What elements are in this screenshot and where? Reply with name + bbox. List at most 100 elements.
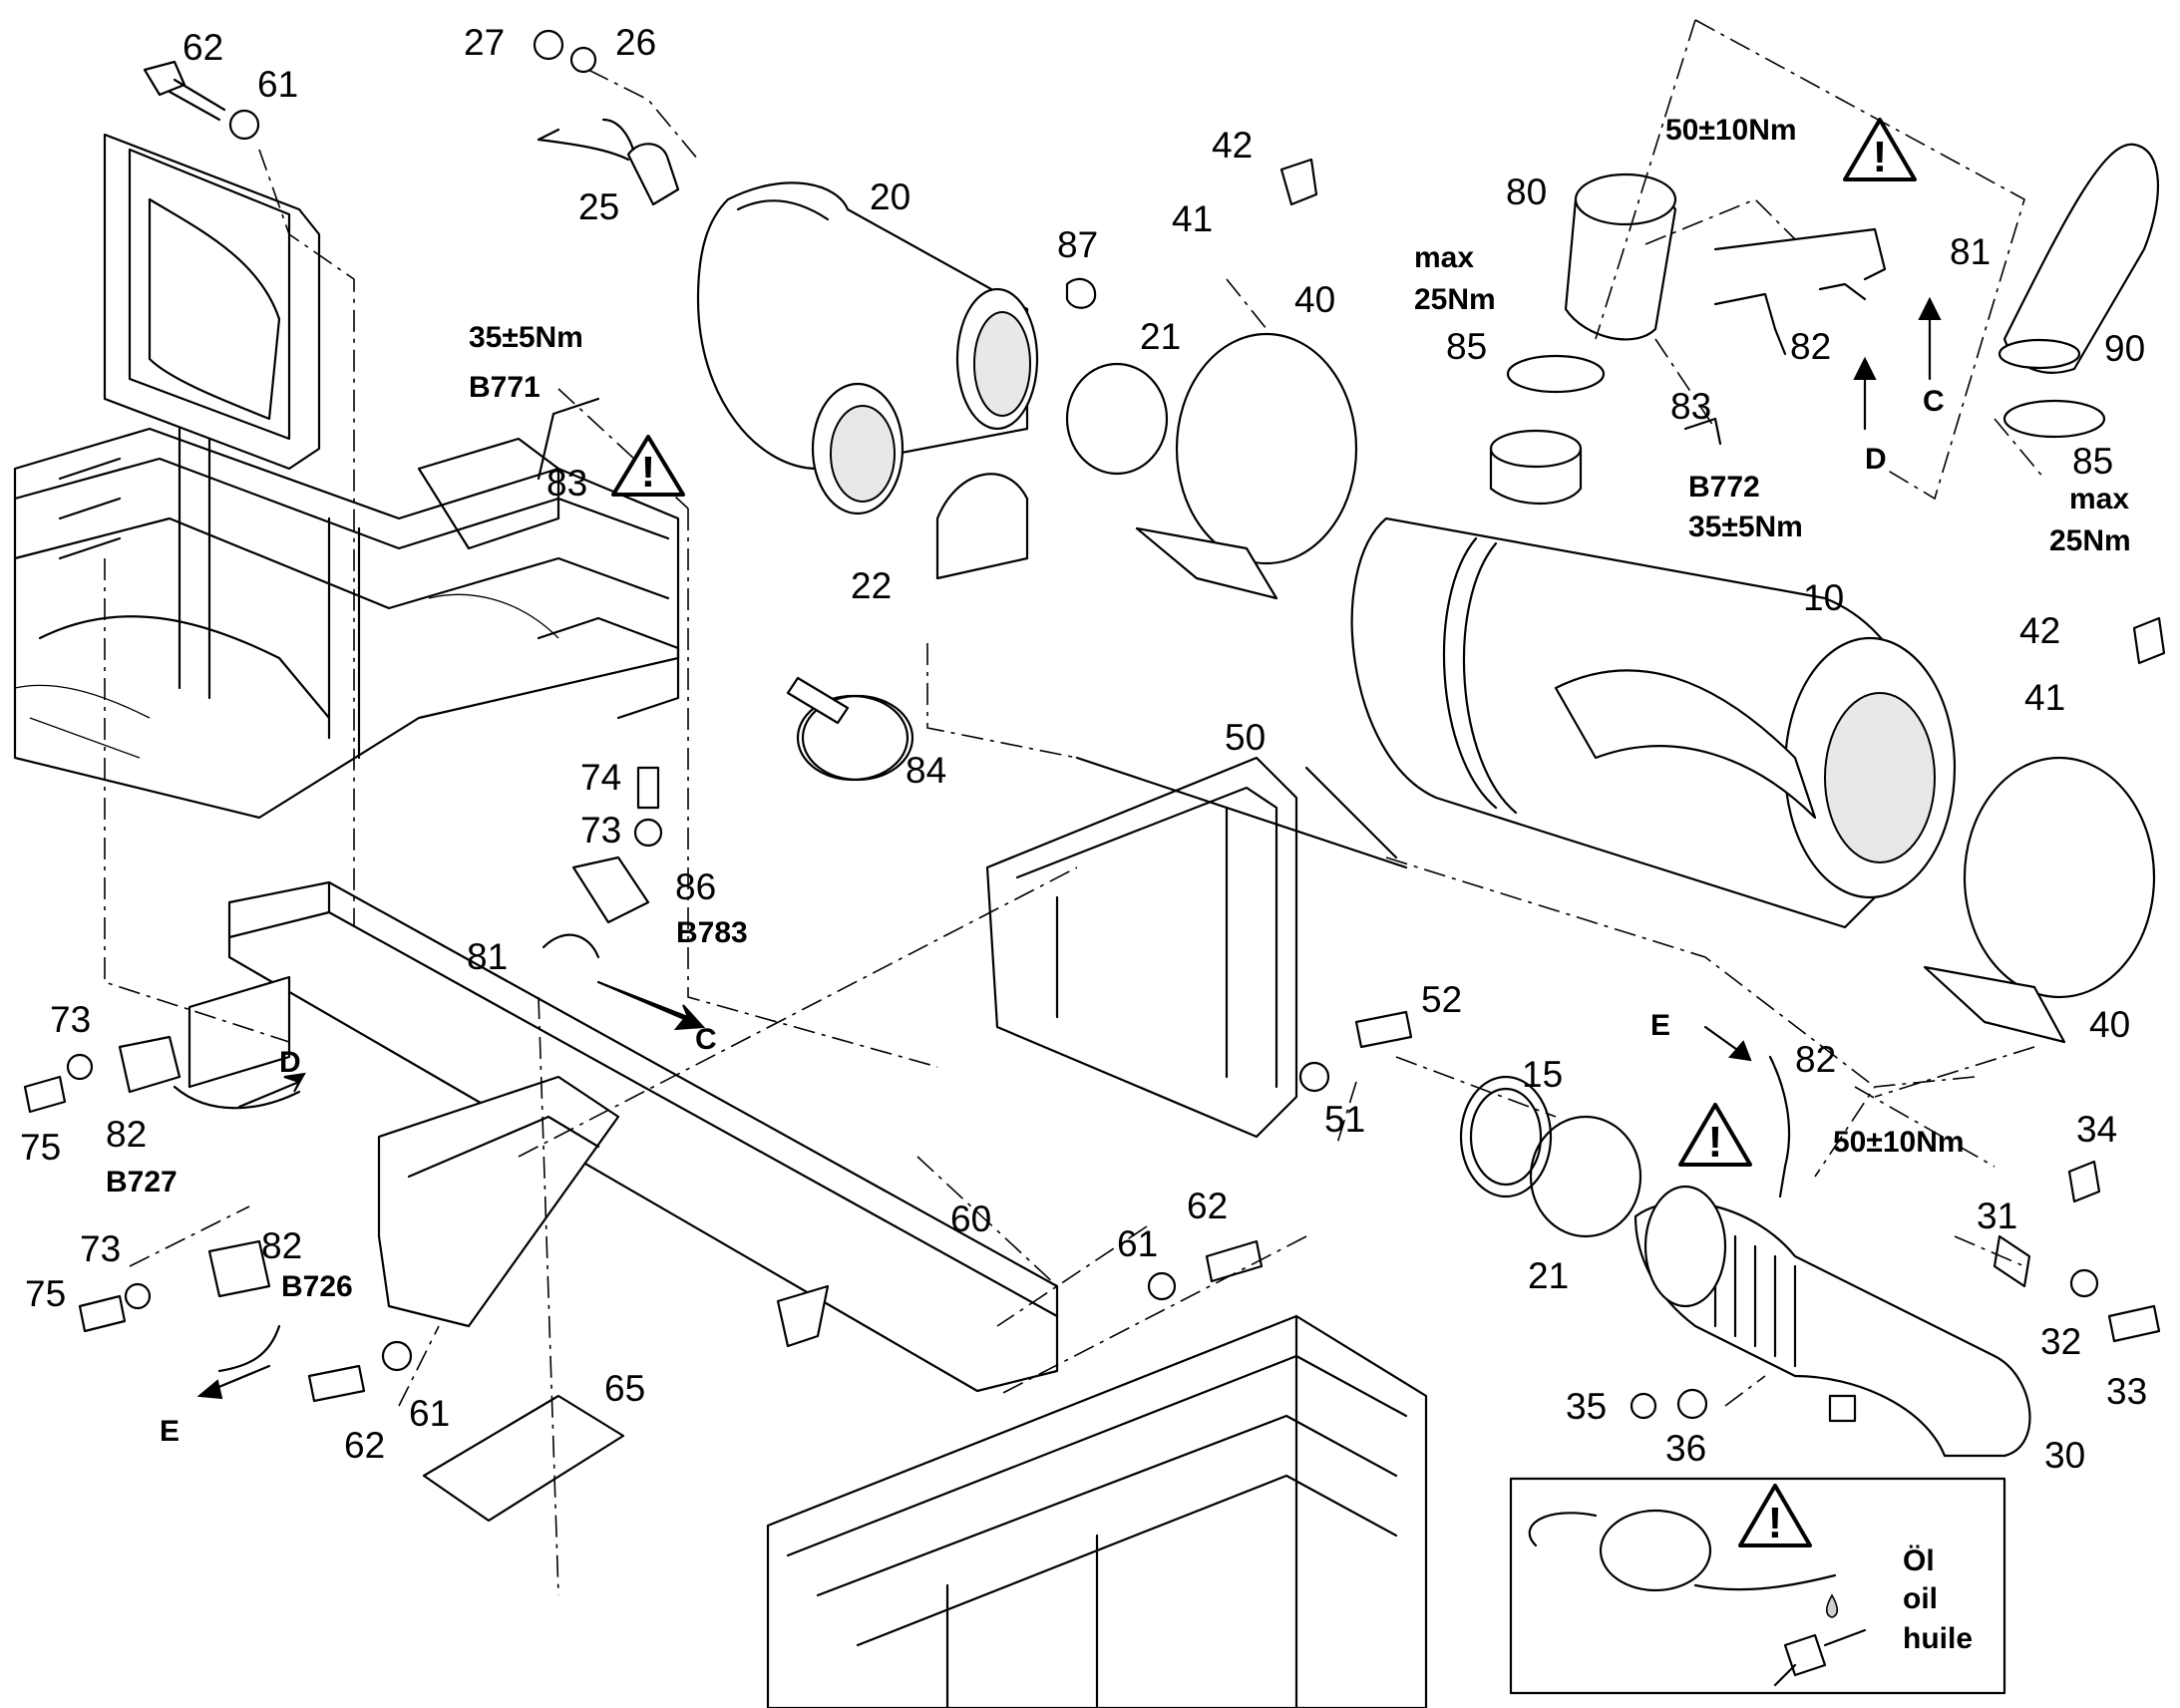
sensor-code: B771 (469, 371, 541, 404)
fasteners (23, 29, 2166, 1423)
part-label: 41 (2024, 677, 2065, 718)
sensor-code: B727 (106, 1166, 178, 1198)
part-label: 35 (1566, 1386, 1607, 1427)
cable-tie-84 (786, 676, 909, 782)
part-label: 75 (20, 1127, 61, 1168)
part-label: 30 (2044, 1435, 2085, 1476)
chassis-frame (13, 133, 680, 820)
part-label: 40 (2089, 1004, 2130, 1045)
warning-triangle-icon: ! (1738, 1484, 1812, 1547)
warning-triangle-icon: ! (1678, 1103, 1752, 1167)
clamps-40 (1135, 332, 2156, 1044)
part-label: 81 (1950, 231, 1991, 272)
part-label: 25 (578, 186, 619, 227)
part-label: 83 (546, 463, 587, 504)
sensor-code: B726 (281, 1270, 353, 1303)
engine-block (766, 1314, 1428, 1708)
part-label: 42 (2019, 610, 2060, 651)
part-label: 10 (1803, 577, 1844, 618)
part-label: 36 (1665, 1428, 1706, 1469)
part-label: 60 (950, 1198, 991, 1239)
part-label: 86 (675, 866, 716, 907)
max-torque-note: 25Nm (2049, 524, 2131, 557)
part-label: 80 (1506, 171, 1547, 212)
crossmember-60 (187, 880, 1059, 1393)
part-label: 82 (1790, 326, 1831, 367)
part-label: 87 (1057, 224, 1098, 265)
connector-label: C (695, 1023, 717, 1056)
part-label: 82 (261, 1225, 302, 1266)
connector-label: E (1650, 1009, 1670, 1042)
part-label: 61 (1117, 1223, 1158, 1264)
oil-label-de: Öl (1903, 1544, 1935, 1577)
oil-inset-box (1509, 1477, 2006, 1695)
part-label: 22 (851, 565, 892, 606)
part-label: 15 (1522, 1054, 1563, 1095)
max-note: max (1414, 241, 1474, 274)
torque-note: 35±5Nm (1688, 511, 1803, 543)
oil-label-fr: huile (1903, 1622, 1973, 1655)
part-label: 75 (25, 1273, 66, 1314)
part-label: 51 (1324, 1099, 1365, 1140)
part-label: 62 (1187, 1186, 1228, 1226)
part-label: 26 (615, 22, 656, 63)
part-label: 40 (1294, 279, 1335, 320)
flex-pipe-30 (1634, 1185, 2031, 1458)
part-label: 73 (50, 999, 91, 1040)
sensor-code: B783 (676, 916, 748, 949)
part-label: 81 (467, 936, 508, 977)
svg-text:!: ! (1873, 133, 1888, 181)
part-label: 74 (580, 757, 621, 798)
torque-note: 50±10Nm (1665, 114, 1797, 147)
part-label: 21 (1528, 1255, 1569, 1296)
part-label: 73 (580, 810, 621, 851)
part-label: 61 (257, 64, 298, 105)
connector-label: C (1923, 385, 1945, 418)
part-label: 85 (1446, 326, 1487, 367)
part-label: 82 (106, 1114, 147, 1155)
annotations: 35±5Nm B771 50±10Nm max 25Nm B772 35±5Nm… (106, 114, 2131, 1655)
part-label: 50 (1225, 717, 1266, 758)
max-note: max (2069, 483, 2129, 515)
part-label: 41 (1172, 198, 1213, 239)
torque-note: 35±5Nm (469, 321, 583, 354)
part-label: 21 (1140, 316, 1181, 357)
svg-text:!: ! (1768, 1499, 1783, 1547)
torque-note: 50±10Nm (1833, 1126, 1965, 1159)
part-label: 61 (409, 1393, 450, 1434)
tailpipe-90 (1998, 143, 2159, 374)
sensor-code: B772 (1688, 471, 1760, 504)
part-label: 52 (1421, 979, 1462, 1020)
part-label: 73 (80, 1228, 121, 1269)
part-label: 82 (1795, 1039, 1836, 1080)
connector-label: D (279, 1046, 301, 1079)
connector-label: E (160, 1415, 180, 1448)
svg-text:!: ! (1708, 1118, 1723, 1167)
warning-triangle-icon: ! (1843, 118, 1917, 181)
part-label: 32 (2040, 1321, 2081, 1362)
sensors (118, 118, 1887, 1373)
part-labels: 62 61 27 26 25 20 87 42 41 40 21 22 83 8… (20, 22, 2147, 1476)
part-label: 27 (464, 22, 505, 63)
bracket-50 (985, 756, 1408, 1139)
part-label: 83 (1670, 386, 1711, 427)
part-label: 20 (870, 176, 910, 217)
part-label: 62 (344, 1425, 385, 1466)
connector-label: D (1865, 443, 1887, 476)
part-label: 42 (1212, 125, 1253, 166)
connector-arrows (196, 296, 1942, 1400)
part-label: 34 (2076, 1109, 2117, 1150)
part-label: 84 (906, 750, 946, 791)
part-label: 85 (2072, 441, 2113, 482)
warning-triangle-icon: ! (611, 435, 685, 497)
part-label: 31 (1977, 1196, 2017, 1236)
part-label: 65 (604, 1368, 645, 1409)
max-torque-note: 25Nm (1414, 283, 1496, 316)
plate-65 (422, 1394, 625, 1523)
part-label: 90 (2104, 328, 2145, 369)
oil-label-en: oil (1903, 1582, 1938, 1615)
inlet-pipe-20 (696, 181, 1039, 515)
leader-lines (104, 19, 2045, 1596)
part-label: 33 (2106, 1371, 2147, 1412)
